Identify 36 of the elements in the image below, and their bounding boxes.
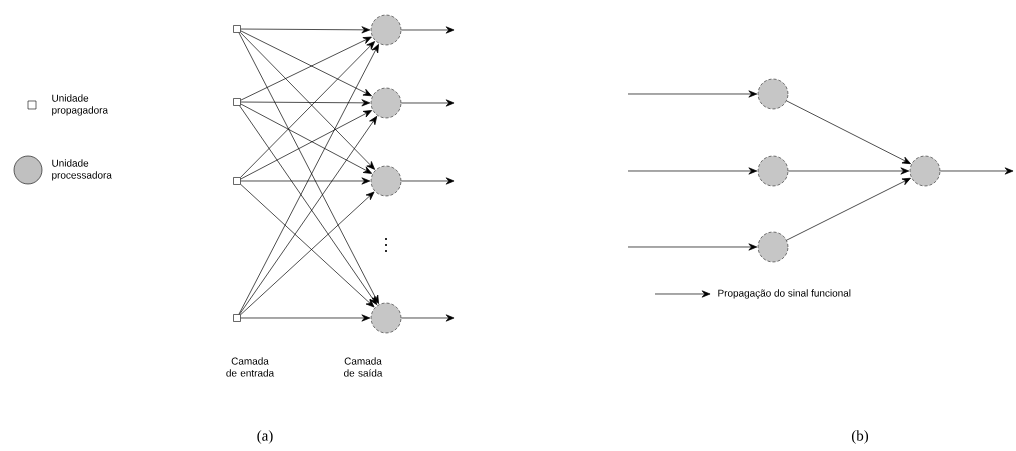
arrow [240, 314, 371, 322]
arrow [939, 167, 1014, 175]
arrow [400, 177, 455, 185]
legend-text: Unidade propagadora [52, 94, 109, 116]
arrow [786, 177, 911, 241]
arrow [240, 26, 371, 34]
panel-label: (a) [257, 430, 273, 444]
processing-unit-circle [757, 78, 789, 110]
arrow [400, 26, 455, 34]
processing-unit-circle [757, 231, 789, 263]
input-unit-square [233, 177, 241, 185]
input-unit-square [233, 314, 241, 322]
arrow [627, 243, 758, 251]
input-unit-square [233, 25, 241, 33]
legend-text: Unidade processadora [52, 159, 112, 181]
arrow [786, 100, 911, 165]
input-unit-square [233, 98, 241, 106]
processing-unit-circle [757, 155, 789, 187]
layer-label: Camada de entrada [226, 357, 275, 377]
arrow [240, 99, 371, 107]
legend-text: Propagação do sinal funcional [718, 289, 851, 299]
arrow [240, 110, 373, 180]
processing-unit-circle [909, 155, 941, 187]
panel-label: (b) [851, 430, 869, 444]
processing-unit-circle [370, 14, 402, 46]
processing-unit-circle [370, 165, 402, 197]
arrow [787, 167, 910, 175]
arrow [400, 314, 455, 322]
arrow [240, 177, 371, 185]
arrow [240, 103, 373, 174]
arrow [627, 167, 758, 175]
layer-label: Camada de saída [344, 357, 383, 377]
arrow [400, 99, 455, 107]
arrow [627, 90, 758, 98]
processing-unit-circle [370, 87, 402, 119]
processing-unit-circle [370, 302, 402, 334]
